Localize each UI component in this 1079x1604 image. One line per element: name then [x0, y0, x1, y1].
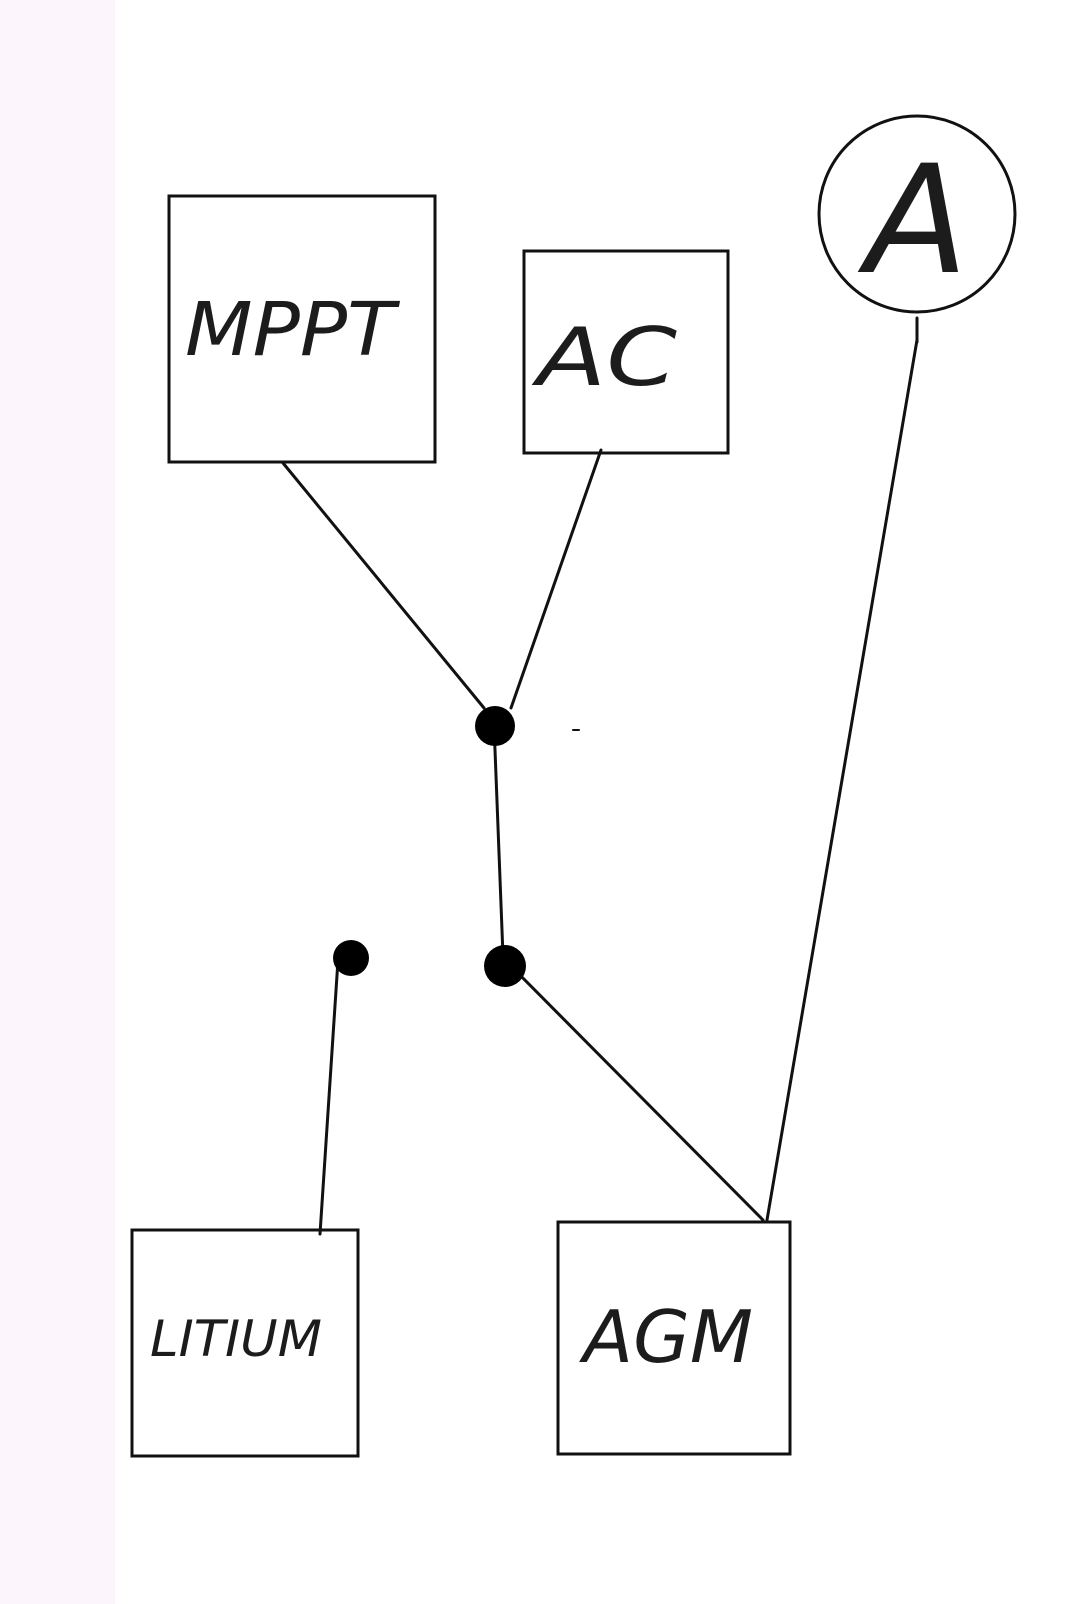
- agm-box: AGM: [556, 1220, 792, 1456]
- left-margin-strip: [0, 0, 115, 1604]
- wire-switch-to-agm: [503, 958, 765, 1222]
- wire-ammeter-to-agm: [765, 338, 919, 1222]
- ac-box: AC: [522, 249, 730, 455]
- mppt-box: MPPT: [167, 194, 437, 464]
- lithium-box: LITIUM: [130, 1228, 360, 1458]
- wire-lithium-to-switch-contact: [318, 958, 340, 1236]
- switch-contact-node-left: [333, 940, 369, 976]
- wire-ac-to-junction: [509, 448, 603, 710]
- mppt-label: MPPT: [185, 287, 401, 373]
- wire-junction-to-switch: [492, 722, 505, 958]
- junction-node-upper: [475, 706, 515, 746]
- wire-mppt-to-junction: [281, 461, 486, 710]
- agm-label: AGM: [579, 1295, 753, 1379]
- ammeter-label: A: [858, 134, 969, 308]
- ammeter-circle: A: [817, 114, 1017, 314]
- switch-contact-node-right: [484, 945, 526, 987]
- ac-label: AC: [531, 311, 677, 404]
- lithium-label: LITIUM: [150, 1310, 322, 1368]
